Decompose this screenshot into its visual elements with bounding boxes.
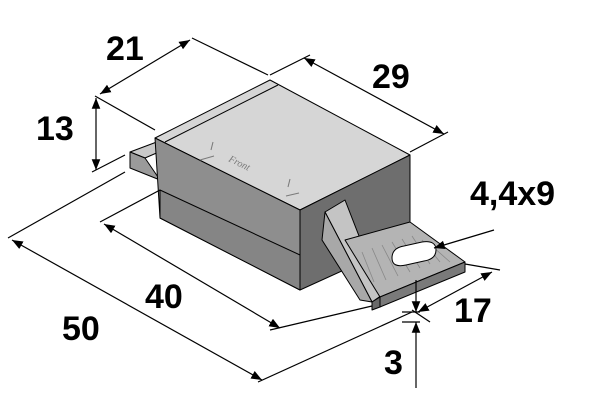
dimension-labels: 21 29 13 4,4x9 40 50 17 3 (36, 30, 555, 382)
slot-hole (391, 241, 437, 267)
dim-hole-label: 4,4x9 (470, 175, 555, 213)
dim-40-label: 40 (145, 278, 183, 316)
dim-50-line (11, 239, 263, 381)
dim-3-label: 3 (384, 344, 403, 382)
dim-17-line (417, 271, 493, 313)
dim-21-line (99, 39, 191, 95)
mounting-tab (321, 199, 466, 311)
dim-17-label: 17 (454, 292, 492, 330)
dimension-lines (7, 37, 501, 388)
dim-50-label: 50 (62, 310, 100, 348)
dim-21-label: 21 (106, 30, 144, 68)
dim-13-label: 13 (36, 110, 74, 148)
hole-leader (433, 229, 495, 250)
dim-29-label: 29 (372, 58, 410, 96)
dim-29-line (303, 57, 445, 135)
